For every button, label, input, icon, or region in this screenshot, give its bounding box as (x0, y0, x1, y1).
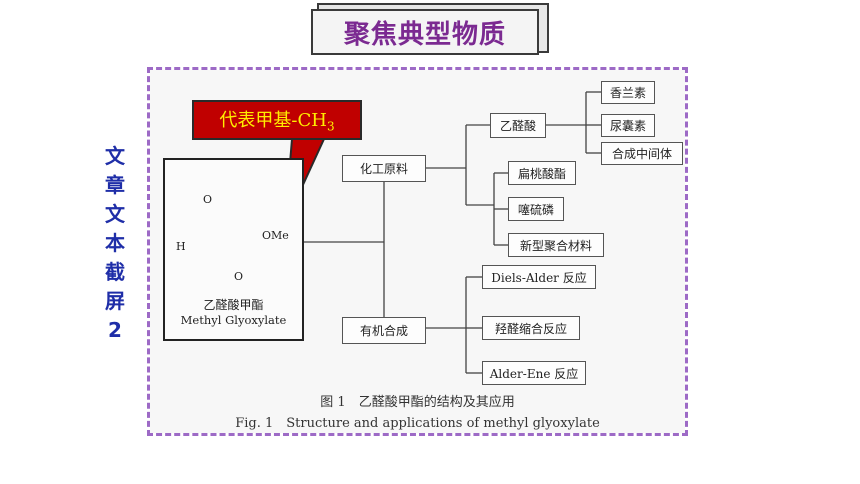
node-glyoxylic-acid: 乙醛酸 (490, 113, 546, 138)
molecule-box: 乙醛酸甲酯 Methyl Glyoxylate (163, 158, 304, 341)
node-organic-synthesis: 有机合成 (342, 317, 426, 344)
callout-subscript: 3 (326, 119, 335, 134)
side-label-char: 文 (105, 202, 125, 226)
molecule-name-en: Methyl Glyoxylate (180, 313, 287, 327)
callout-label: 代表甲基-CH3 (219, 106, 334, 134)
side-label-char: 截 (105, 260, 125, 284)
atom-o-bottom: O (234, 270, 244, 283)
atom-ome: OMe (262, 229, 289, 242)
node-vanillin: 香兰素 (601, 81, 655, 104)
node-new-polymer: 新型聚合材料 (508, 233, 604, 257)
dashed-frame (147, 67, 688, 436)
side-label-char: 2 (108, 318, 122, 342)
side-label-char: 屏 (105, 289, 125, 313)
methyl-callout: 代表甲基-CH3 (192, 100, 362, 140)
atom-h: H (176, 240, 186, 253)
node-aldol: 羟醛缩合反应 (482, 316, 580, 340)
node-diels-alder: Diels-Alder 反应 (482, 265, 596, 289)
molecule-name-cn: 乙醛酸甲酯 (203, 298, 264, 312)
title-banner: 聚焦典型物质 (311, 3, 551, 60)
page-title: 聚焦典型物质 (343, 19, 506, 50)
node-mandelate: 扁桃酸酯 (508, 161, 576, 185)
title-box: 聚焦典型物质 (311, 9, 539, 55)
figure-caption-en: Fig. 1 Structure and applications of met… (235, 416, 600, 431)
atom-o-top: O (203, 193, 213, 206)
node-alder-ene: Alder-Ene 反应 (482, 361, 586, 385)
side-label-char: 本 (105, 231, 125, 255)
node-thiophosphor: 噻硫磷 (508, 197, 564, 221)
node-synth-intermediate: 合成中间体 (601, 142, 683, 165)
callout-text: 代表甲基-CH (219, 110, 327, 132)
node-allantoin: 尿囊素 (601, 114, 655, 137)
side-label-char: 章 (105, 173, 125, 197)
node-chem-raw-material: 化工原料 (342, 155, 426, 182)
figure-caption-cn: 图 1 乙醛酸甲酯的结构及其应用 (320, 395, 515, 410)
side-label-char: 文 (105, 144, 125, 168)
side-label: 文 章 文 本 截 屏 2 (102, 142, 128, 345)
